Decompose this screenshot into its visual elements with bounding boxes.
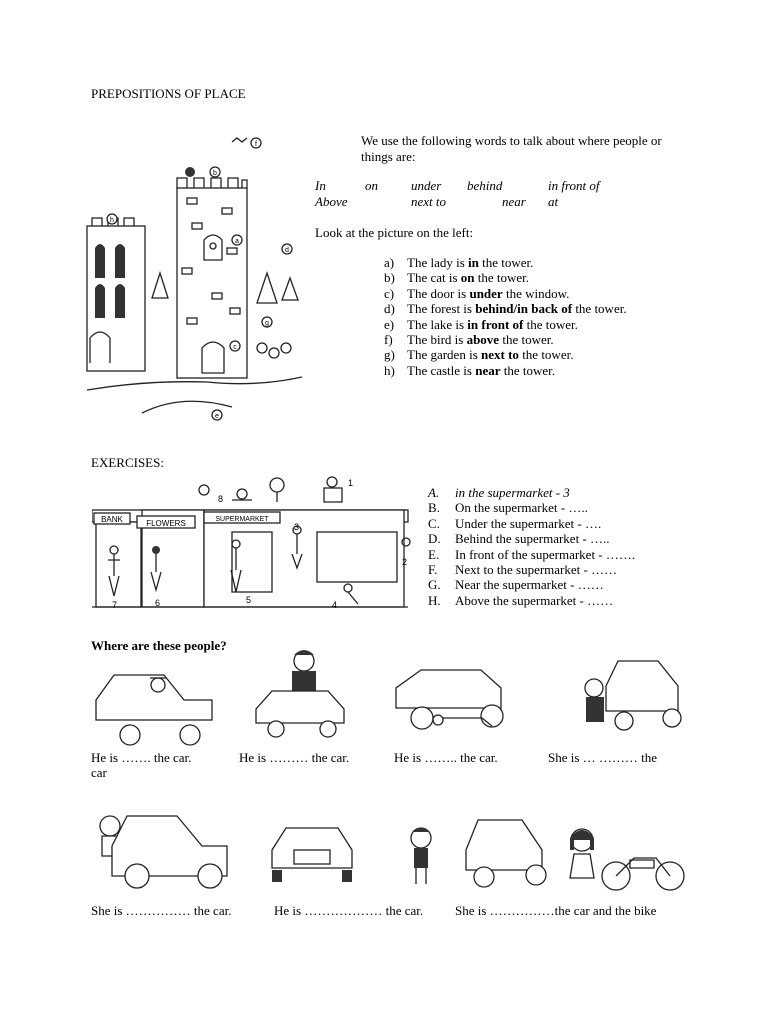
rule-item: a)The lady is in the tower. [384,255,534,270]
caption-car-6: He is ……………… the car. [274,903,424,918]
exercise-item: B.On the supermarket - ….. [428,500,588,516]
caption-car-7: She is ……………the car and the bike [455,903,657,918]
sign-flowers: FLOWERS [146,519,186,528]
street-illustration: BANK FLOWERS SUPERMARKET 1 2 3 4 5 6 7 8 [92,476,411,610]
caption-car-4: She is … ……… the [548,750,658,765]
label-g: g [265,320,269,327]
caption-car-5: She is …………… the car. [91,903,232,918]
rule-item: h)The castle is near the tower. [384,362,556,378]
rule-item: b)The cat is on the tower. [384,270,530,286]
caption-car-3: He is …….. the car. [394,750,498,765]
word-under: under [411,178,442,193]
girl-between [569,828,595,879]
label-c: c [233,344,237,351]
rule-item: e)The lake is in front of the tower. [384,316,578,332]
word-in: In [315,178,326,193]
exercise-item: C.Under the supermarket - …. [428,515,602,531]
car-person-behind [99,815,228,889]
look-instruction: Look at the picture on the left: [315,225,474,240]
street-number-2: 2 [402,557,407,567]
caption-car-4-wrap: car [91,765,107,780]
word-on: on [365,178,378,193]
label-h: h [110,217,114,224]
word-next-to: next to [411,194,447,209]
car-person-in [95,674,213,746]
rule-item: d)The forest is behind/in back of the to… [384,301,627,317]
label-f: f [255,141,257,148]
label-b: b [213,170,217,177]
rule-item: g)The garden is next to the tower. [384,347,574,363]
exercise-item: G.Near the supermarket - …… [428,577,604,593]
car-front-view [271,827,353,882]
page-title: PREPOSITIONS OF PLACE [91,86,246,101]
rules-list: a)The lady is in the tower. b)The cat is… [384,255,627,378]
word-above: Above [315,194,348,209]
exercise-item: E.In front of the supermarket - ……. [428,546,636,562]
label-d: d [285,247,289,254]
label-a: a [235,238,239,245]
motorbike [601,857,685,891]
sign-supermarket: SUPERMARKET [215,516,269,523]
word-behind: behind [467,178,503,193]
boy-near-car [410,827,432,884]
sign-bank: BANK [101,515,123,524]
exercise-list: A.in the supermarket - 3 B.On the superm… [428,485,635,608]
street-number-6: 6 [155,598,160,608]
exercise-item: H.Above the supermarket - …… [428,592,614,608]
label-e: e [215,413,219,420]
exercise-item: F.Next to the supermarket - …… [428,562,618,578]
exercises-title: EXERCISES: [91,455,164,470]
exercise-item: D.Behind the supermarket - ….. [428,531,610,547]
caption-car-1: He is ……. the car. [91,750,192,765]
car-person-in-front [584,660,682,731]
street-number-3: 3 [294,522,299,532]
rule-item: c)The door is under the window. [384,285,570,301]
where-title: Where are these people? [91,638,227,653]
rule-item: f)The bird is above the tower. [384,332,554,348]
castle-illustration: f b h a d g c e [86,137,303,421]
intro-text: We use the following words to talk about… [361,133,662,164]
street-number-1: 1 [348,478,353,488]
street-number-4: 4 [332,600,337,610]
street-number-7: 7 [112,600,117,610]
word-near: near [502,194,526,209]
street-number-8: 8 [218,494,223,504]
car-between [465,819,547,888]
street-number-5: 5 [246,595,251,605]
caption-car-2: He is ……… the car. [239,750,350,765]
word-at: at [548,194,559,209]
word-in-front-of: in front of [548,178,600,193]
car-person-on [255,650,345,738]
car-person-under [395,669,504,730]
exercise-item: A.in the supermarket - 3 [428,485,570,500]
